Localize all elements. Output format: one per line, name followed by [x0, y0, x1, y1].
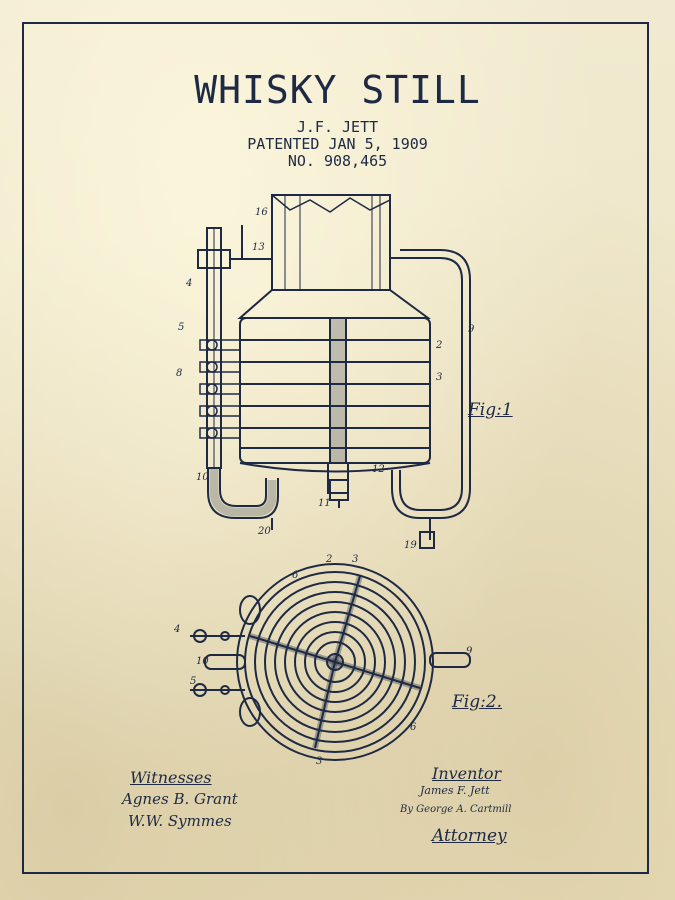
svg-text:19: 19 — [404, 540, 417, 551]
attorney-heading: Attorney — [432, 826, 507, 846]
svg-text:3: 3 — [436, 372, 442, 383]
svg-text:5: 5 — [178, 322, 184, 333]
witness-signature-1: Agnes B. Grant — [122, 790, 238, 808]
svg-text:10: 10 — [196, 656, 209, 667]
still-cone — [240, 290, 428, 318]
svg-text:12: 12 — [372, 464, 385, 475]
svg-text:11: 11 — [318, 498, 331, 509]
svg-text:5: 5 — [190, 676, 196, 687]
witnesses-heading: Witnesses — [130, 768, 212, 787]
svg-text:10: 10 — [196, 472, 209, 483]
svg-text:13: 13 — [252, 242, 265, 253]
by-line-signature: By George A. Cartmill — [400, 804, 511, 815]
svg-text:3: 3 — [316, 756, 322, 767]
svg-text:9: 9 — [466, 646, 473, 657]
svg-text:6: 6 — [410, 722, 417, 733]
svg-text:3: 3 — [352, 554, 358, 565]
figure-1-label: Fig:1 — [468, 400, 513, 420]
svg-text:2: 2 — [325, 554, 332, 565]
witness-signature-2: W.W. Symmes — [128, 812, 232, 830]
figure-2-drawing — [190, 564, 470, 760]
svg-text:20: 20 — [257, 526, 271, 537]
inventor-signature: James F. Jett — [420, 784, 490, 797]
svg-text:6: 6 — [292, 570, 299, 581]
svg-text:4: 4 — [185, 278, 192, 289]
figure-2-label: Fig:2. — [452, 692, 502, 712]
svg-text:16: 16 — [255, 207, 268, 218]
svg-text:4: 4 — [173, 624, 180, 635]
svg-text:2: 2 — [435, 340, 442, 351]
svg-text:9: 9 — [468, 324, 475, 335]
svg-text:8: 8 — [176, 368, 182, 379]
inventor-heading: Inventor — [432, 764, 501, 783]
